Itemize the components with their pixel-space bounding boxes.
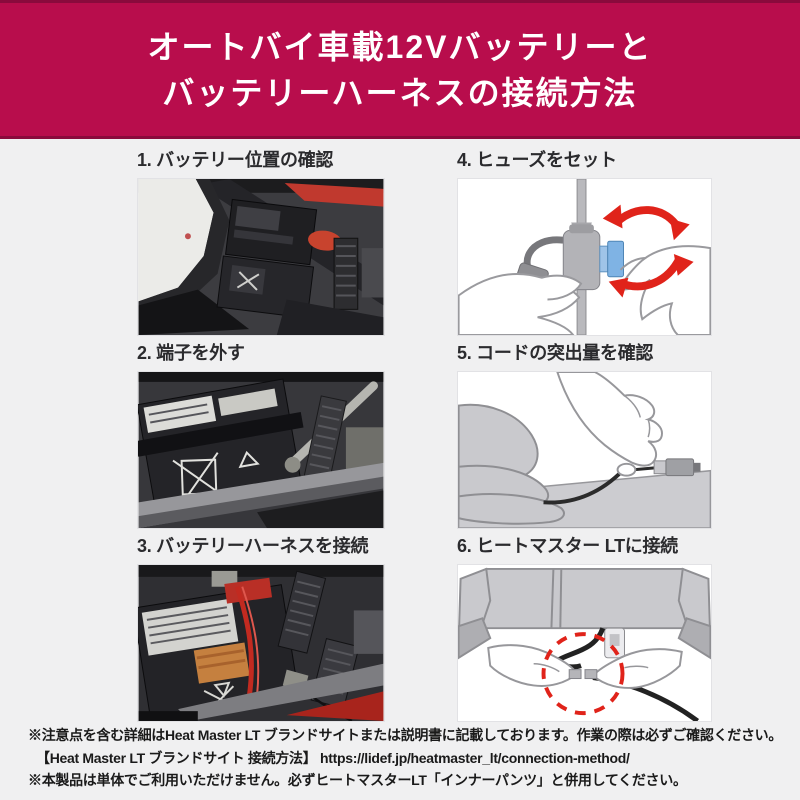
header-banner: オートバイ車載12Vバッテリーと バッテリーハーネスの接続方法 [0, 0, 800, 139]
step-2-cell: 2. 端子を外す [137, 341, 385, 529]
footer-notes: ※注意点を含む詳細はHeat Master LT ブランドサイトまたは説明書に記… [28, 724, 794, 792]
cord-protrusion-illustration [458, 372, 711, 528]
step-6-title: 6. ヒートマスター LTに接続 [457, 536, 678, 556]
step-5-title: 5. コードの突出量を確認 [457, 343, 654, 363]
step-1-cell: 1. バッテリー位置の確認 [137, 148, 385, 336]
step-1-title: 1. バッテリー位置の確認 [137, 150, 334, 170]
highlight-dashed-circle [541, 632, 625, 716]
step-1-media [137, 178, 385, 336]
step-4-cell: 4. ヒューズをセット [457, 148, 712, 336]
red-terminal [224, 577, 273, 604]
footer-url-line: 【Heat Master LT ブランドサイト 接続方法】 https://li… [36, 749, 630, 766]
harness-connection-photo [138, 565, 384, 721]
seat [458, 403, 565, 525]
step-6-media [457, 564, 712, 722]
red-cap [308, 230, 342, 251]
battery-location-photo [138, 179, 384, 335]
connector [665, 458, 695, 477]
red-fender [284, 182, 384, 207]
step-3-cell: 3. バッテリーハーネスを接続 [137, 534, 385, 722]
terminal-removal-photo [138, 372, 384, 528]
cord [543, 469, 624, 505]
blue-fuse [607, 240, 624, 278]
step-6-cell: 6. ヒートマスター LTに接続 [457, 534, 712, 722]
step-3-media [137, 564, 385, 722]
rotate-arrows [602, 204, 694, 298]
footer-note-1: ※注意点を含む詳細はHeat Master LT ブランドサイトまたは説明書に記… [28, 727, 783, 743]
step-5-media [457, 371, 712, 529]
steps-row-1: 1. バッテリー位置の確認 [137, 148, 712, 336]
footer-note-2: ※本製品は単体でご利用いただけません。必ずヒートマスターLT「インナーパンツ」と… [28, 772, 687, 788]
step-5-cell: 5. コードの突出量を確認 [457, 341, 712, 529]
step-3-title: 3. バッテリーハーネスを接続 [137, 536, 369, 556]
heatmaster-lt-connect-illustration [458, 565, 711, 721]
hand [556, 372, 663, 467]
step-2-title: 2. 端子を外す [137, 343, 245, 363]
steps-row-3: 3. バッテリーハーネスを接続 [137, 534, 712, 722]
step-4-title: 4. ヒューズをセット [457, 150, 617, 170]
steps-row-2: 2. 端子を外す [137, 341, 712, 529]
page-title-line2: バッテリーハーネスの接続方法 [162, 74, 638, 111]
white-seat [138, 179, 214, 302]
page-title-line1: オートバイ車載12Vバッテリーと [147, 28, 653, 65]
cable-top [576, 179, 587, 225]
step-2-media [137, 371, 385, 529]
fuse-set-illustration [458, 179, 711, 335]
right-hand [619, 245, 711, 335]
red-harness-wire [234, 585, 254, 698]
steps-grid: 1. バッテリー位置の確認 [137, 148, 712, 727]
step-4-media [457, 178, 712, 336]
